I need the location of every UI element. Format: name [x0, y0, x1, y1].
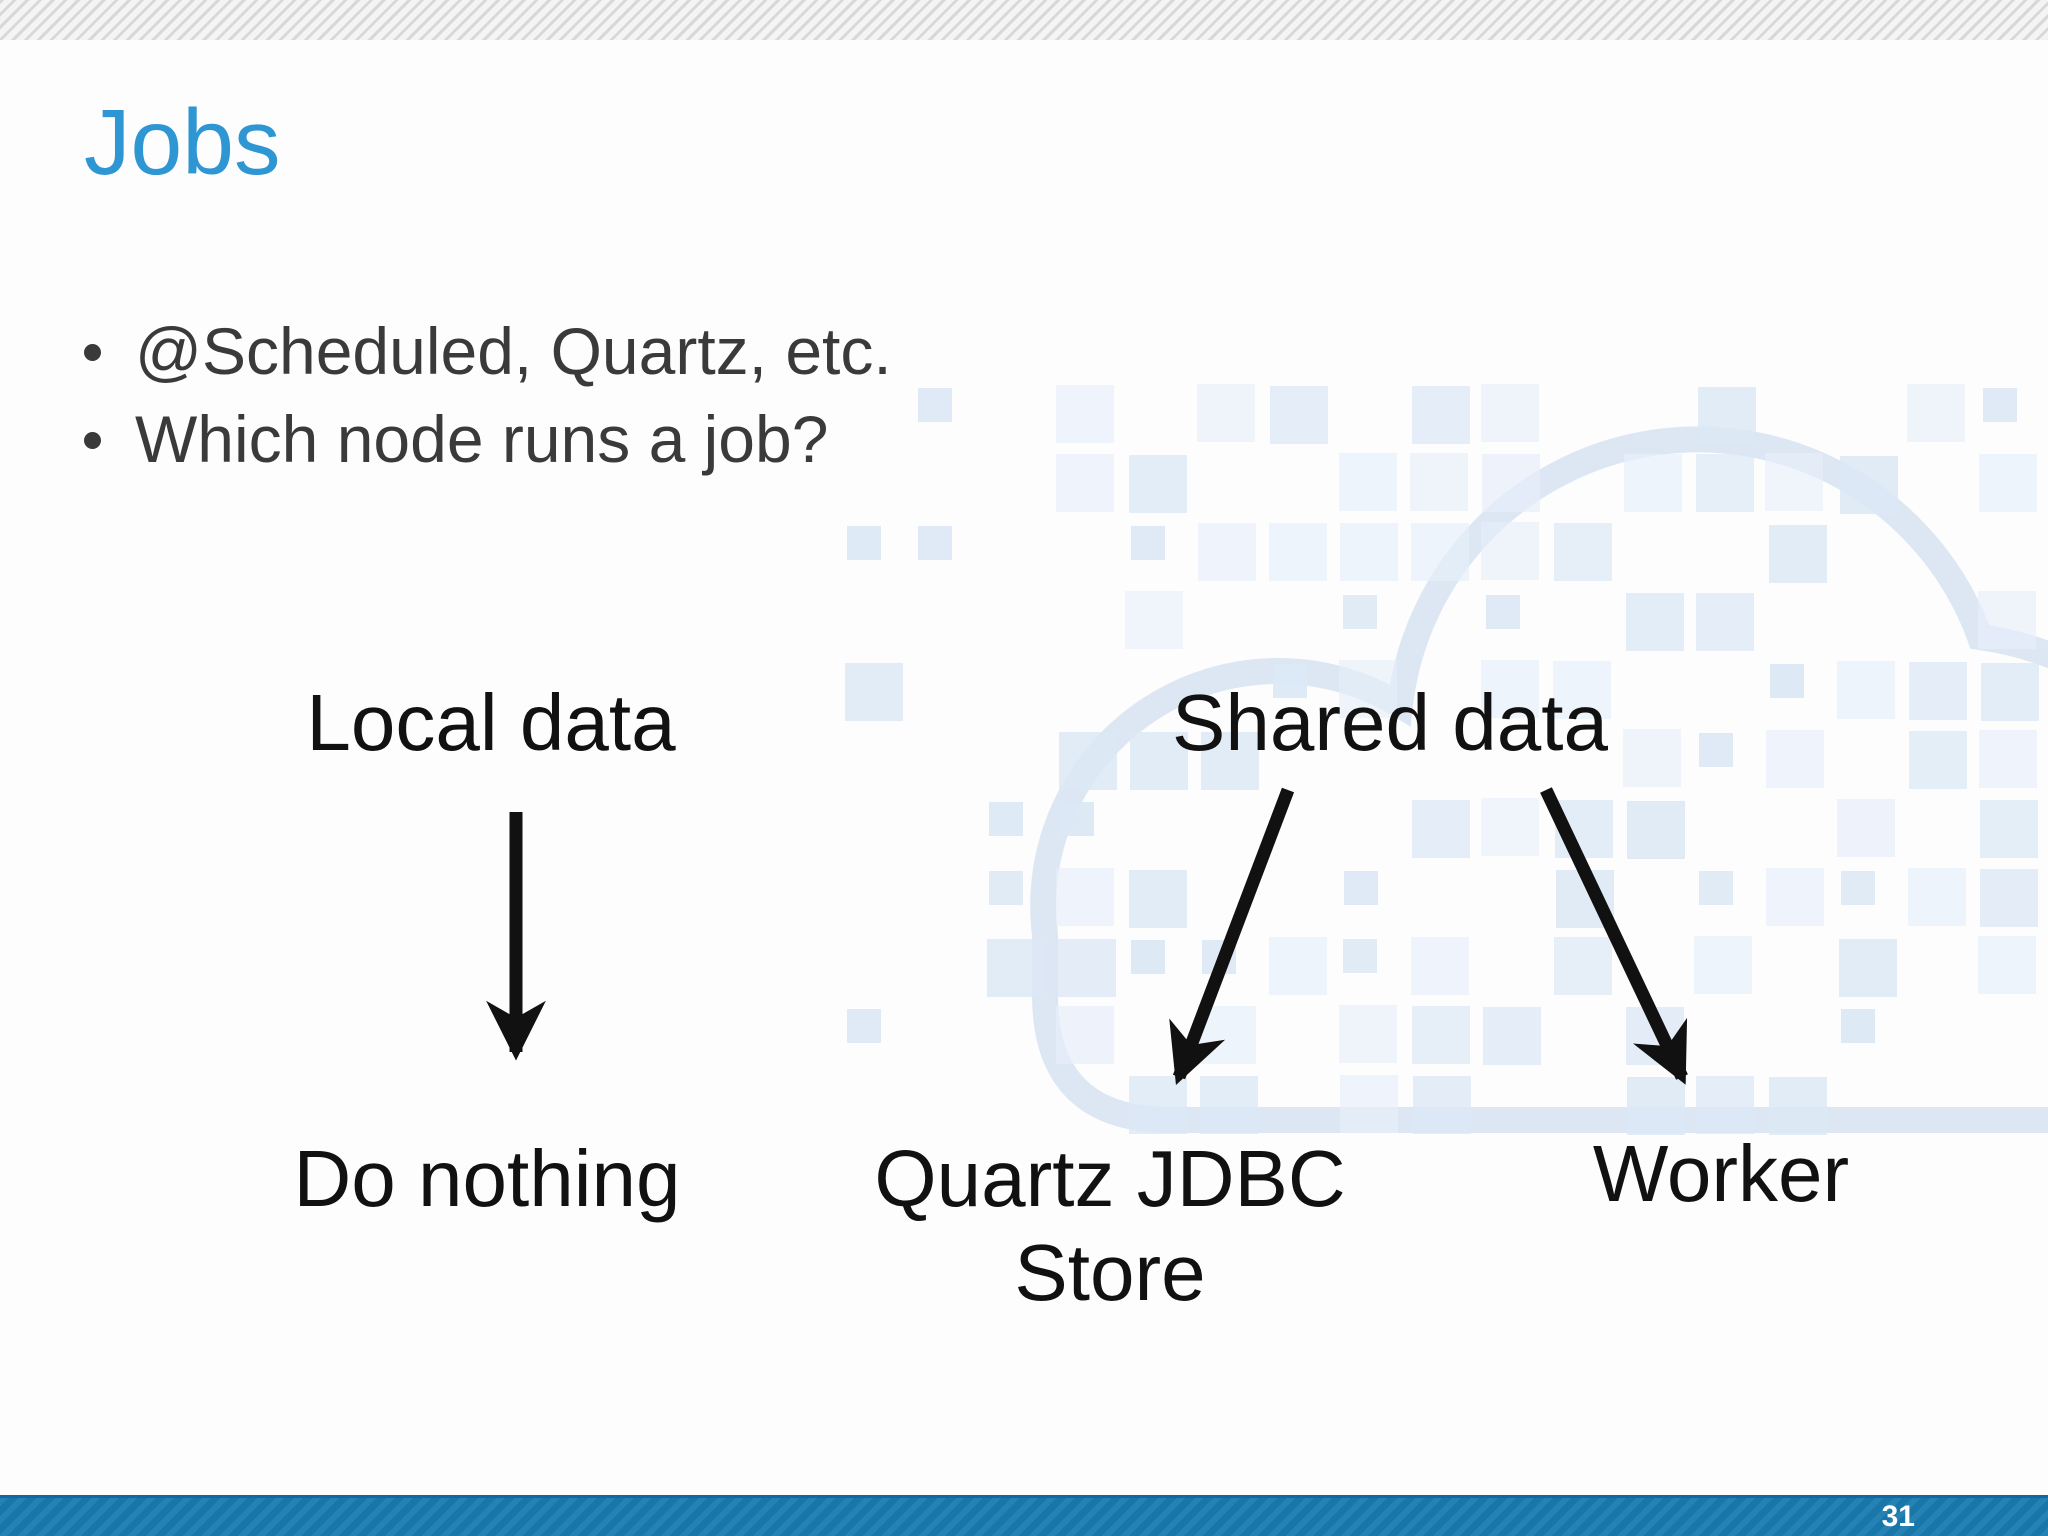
- top-border-pattern: [0, 0, 2048, 40]
- footer-bar: 31: [0, 1495, 2048, 1536]
- node-worker: Worker: [1592, 1129, 1850, 1218]
- bullet-dot-icon: [84, 432, 101, 449]
- node-shared-data: Shared data: [1172, 678, 1608, 767]
- bullet-list: @Scheduled, Quartz, etc. Which node runs…: [84, 318, 892, 494]
- bullet-item: Which node runs a job?: [84, 406, 892, 472]
- bullet-text: @Scheduled, Quartz, etc.: [135, 314, 892, 388]
- node-do-nothing: Do nothing: [293, 1134, 681, 1223]
- page-number: 31: [1881, 1500, 1915, 1533]
- node-quartz-jdbc-store: Quartz JDBC Store: [874, 1134, 1346, 1318]
- bullet-item: @Scheduled, Quartz, etc.: [84, 318, 892, 384]
- bullet-dot-icon: [84, 344, 101, 361]
- slide-title: Jobs: [84, 90, 281, 194]
- cloud-outline: [1030, 426, 2048, 1133]
- node-local-data: Local data: [306, 678, 676, 767]
- bullet-text: Which node runs a job?: [135, 402, 829, 476]
